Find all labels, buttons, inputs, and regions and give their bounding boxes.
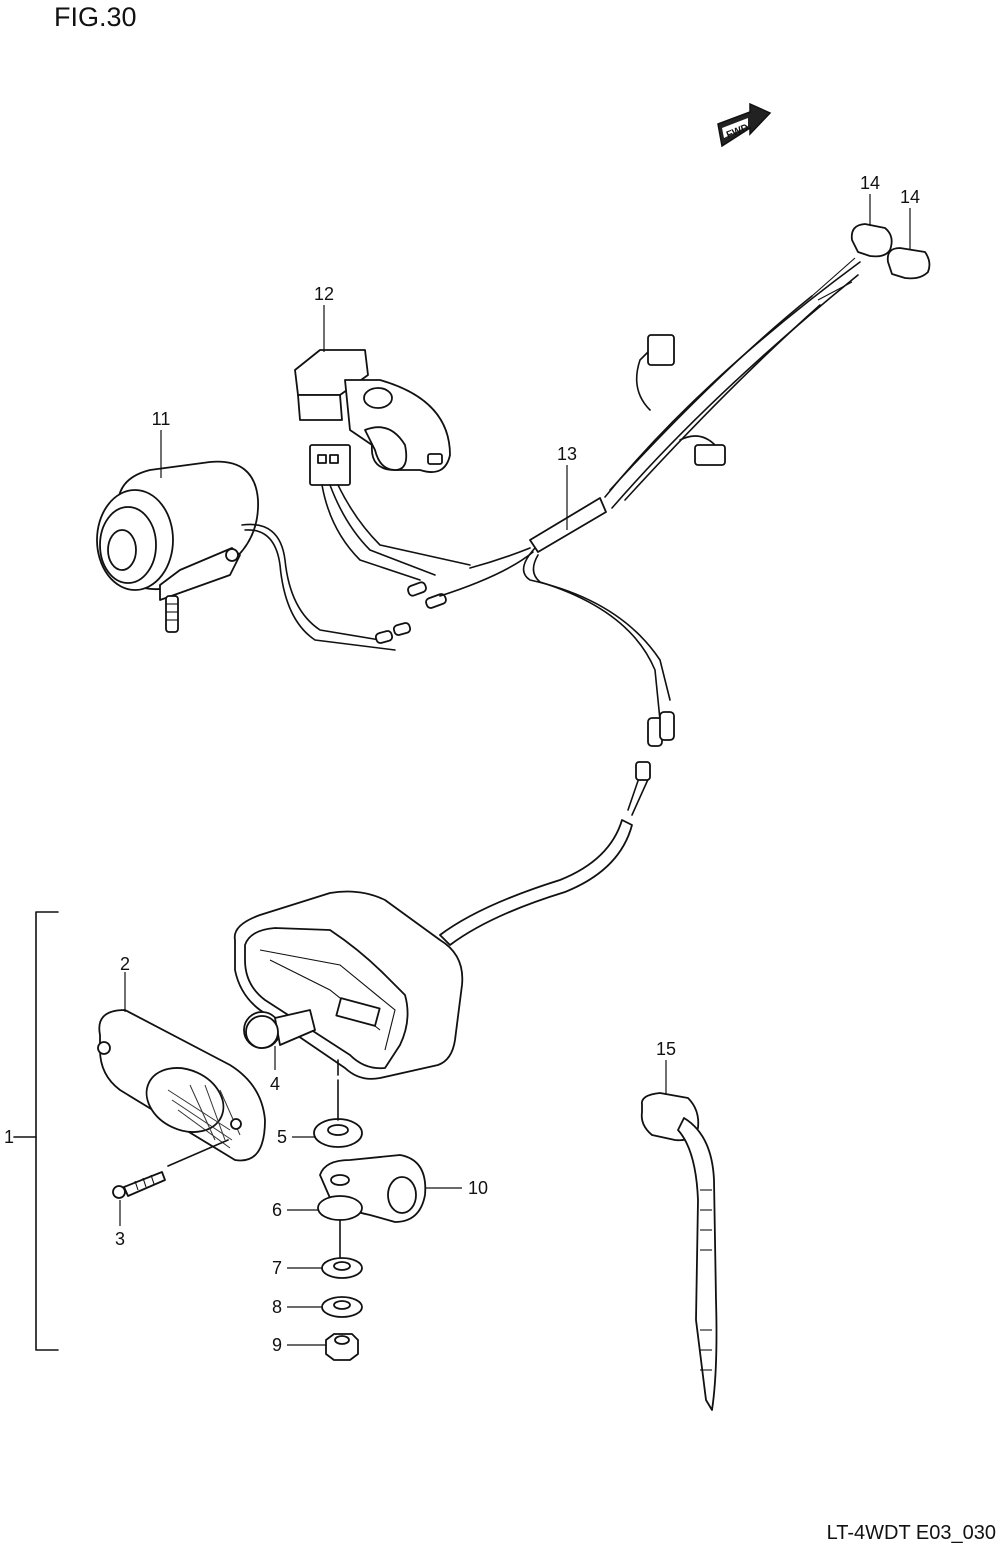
part-6-spacer	[317, 1195, 363, 1259]
callout-1: 1	[4, 1127, 14, 1147]
callout-15: 15	[656, 1039, 676, 1059]
forward-arrow-icon: FWD	[717, 102, 772, 148]
callout-5: 5	[277, 1127, 287, 1147]
callout-10: 10	[468, 1178, 488, 1198]
callout-14-right: 14	[900, 187, 920, 207]
leader-lines	[119, 194, 911, 1346]
part-12-switch	[294, 349, 471, 609]
callout-9: 9	[272, 1335, 282, 1355]
part-11-lamp	[96, 460, 412, 651]
callout-4: 4	[270, 1074, 280, 1094]
callout-14-left: 14	[860, 173, 880, 193]
callout-11: 11	[152, 409, 171, 429]
part-13-harness	[439, 257, 861, 946]
part-7-washer	[321, 1257, 363, 1279]
callout-labels: 1 2 3 4 5 6 7 8 9 10 11 12 13 14 14 15	[4, 173, 920, 1355]
callout-8: 8	[272, 1297, 282, 1317]
figure-code: LT-4WDT E03_030	[826, 1522, 996, 1544]
callout-2: 2	[120, 954, 130, 974]
part-14-caps	[850, 223, 931, 280]
part-15-cable-tie	[640, 1092, 718, 1411]
figure-title: FIG.30	[54, 2, 137, 32]
part-4-bulb	[245, 1015, 279, 1049]
part-8-washer	[321, 1296, 363, 1318]
callout-6: 6	[272, 1200, 282, 1220]
tail-light-housing	[233, 890, 464, 1080]
callout-13: 13	[557, 444, 577, 464]
part-5-washer	[313, 1079, 363, 1148]
assembly-bracket	[13, 911, 59, 1351]
part-2-lens	[97, 1009, 266, 1162]
callout-7: 7	[272, 1258, 282, 1278]
part-3-screw	[112, 1139, 229, 1199]
part-9-nut	[325, 1333, 359, 1361]
callout-3: 3	[115, 1229, 125, 1249]
callout-12: 12	[314, 284, 334, 304]
